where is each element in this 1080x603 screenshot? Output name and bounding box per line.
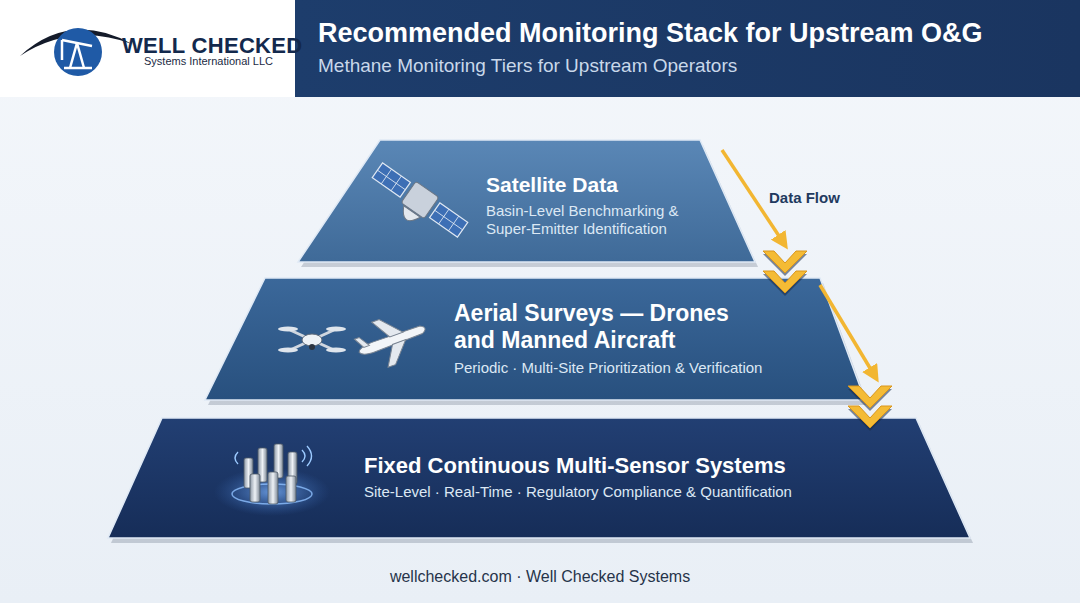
tier-description: Basin-Level Benchmarking & Super-Emitter… (486, 202, 714, 238)
header-band (295, 0, 1080, 97)
drone-icon-part (278, 348, 298, 353)
tier-description: Site-Level · Real-Time · Regulatory Comp… (364, 483, 904, 501)
sensor-cylinders-part (244, 458, 253, 488)
chevron-shadow (763, 274, 807, 296)
sensor-cylinders-part (274, 444, 283, 478)
chevron-head (763, 271, 807, 293)
drone-icon (278, 327, 346, 353)
sensor-cylinders (244, 444, 297, 504)
logo-pumpjack-part (77, 43, 84, 68)
drone-icon-part (326, 348, 346, 353)
diagram-title: Recommended Monitoring Stack for Upstrea… (318, 18, 983, 49)
panel-grid-part (435, 210, 463, 230)
drone-icon-part (290, 330, 334, 350)
drone-icon-part (302, 334, 322, 346)
data-flow-connector (820, 285, 892, 431)
logo-pumpjack-part (64, 67, 92, 70)
chevron-head (763, 251, 807, 273)
plane-icon (351, 306, 433, 375)
tier-heading: Satellite Data (486, 173, 736, 197)
drone-icon-part (290, 330, 334, 350)
tier-description: Periodic · Multi-Site Prioritization & V… (454, 359, 854, 377)
plane-icon-part (354, 335, 369, 349)
drone-icon-part (278, 327, 298, 332)
tier-band: Fixed Continuous Multi-Sensor SystemsSit… (108, 418, 970, 538)
logo-pumpjack-part (61, 40, 64, 60)
logo-pumpjack (62, 40, 92, 68)
tier-heading: Fixed Continuous Multi-Sensor Systems (364, 453, 904, 479)
sensor-cylinders-part (286, 476, 296, 502)
band-fill (108, 418, 970, 538)
panel-grid-part (377, 170, 405, 190)
sensor-cylinders-part (250, 474, 260, 502)
chevron-shadow (848, 389, 892, 411)
solar-panel (430, 203, 468, 237)
data-flow-connector (722, 150, 807, 296)
signal-waves-part (307, 446, 312, 466)
tier-heading: Aerial Surveys — Drones and Manned Aircr… (454, 300, 754, 354)
drone-icon-part (326, 327, 346, 332)
sensor-cylinders-part (288, 452, 297, 484)
satellite-icon (364, 160, 470, 250)
tier-band: Satellite DataBasin-Level Benchmarking &… (298, 140, 755, 262)
signal-waves-part (235, 452, 238, 464)
logo-circle (54, 28, 102, 76)
plane-icon-part (357, 324, 426, 357)
panel-grid-part (381, 169, 391, 184)
sensor-cluster-icon (214, 444, 330, 516)
panel-grid-part (448, 216, 458, 231)
chevron-head (848, 386, 892, 408)
panel-grid (372, 163, 468, 237)
solar-panel (372, 163, 410, 197)
connector-line (820, 285, 876, 378)
satellite-body (401, 181, 439, 218)
sensor-cylinders-part (258, 448, 267, 482)
logo-pumpjack-part (70, 43, 77, 68)
trapezoid-shape (298, 140, 755, 262)
plane-icon-part (381, 340, 412, 368)
panel-grid-part (391, 176, 401, 191)
text-label: wellchecked.com · Well Checked Systems (0, 568, 1080, 586)
chevron-head (848, 406, 892, 428)
band-fill (298, 140, 755, 262)
signal-waves (235, 446, 312, 466)
plane-icon-part (372, 313, 403, 341)
chevron-shadow (763, 254, 807, 276)
edge-label: Data Flow (769, 189, 840, 206)
sensor-cluster-icon-part (232, 484, 312, 504)
sensor-cylinders-part (268, 472, 278, 504)
panel-grid-part (439, 209, 449, 224)
signal-waves-part (302, 450, 305, 462)
band-fill (205, 278, 865, 400)
satellite-dish (398, 206, 420, 226)
tier-band: Aerial Surveys — Drones and Manned Aircr… (205, 278, 865, 400)
drone-icon-part (309, 344, 315, 350)
text-label: Methane Monitoring Tiers for Upstream Op… (318, 55, 737, 77)
text-label: Systems International LLC (144, 55, 273, 67)
sensor-glow (214, 468, 330, 516)
chevron-shadow (848, 409, 892, 431)
